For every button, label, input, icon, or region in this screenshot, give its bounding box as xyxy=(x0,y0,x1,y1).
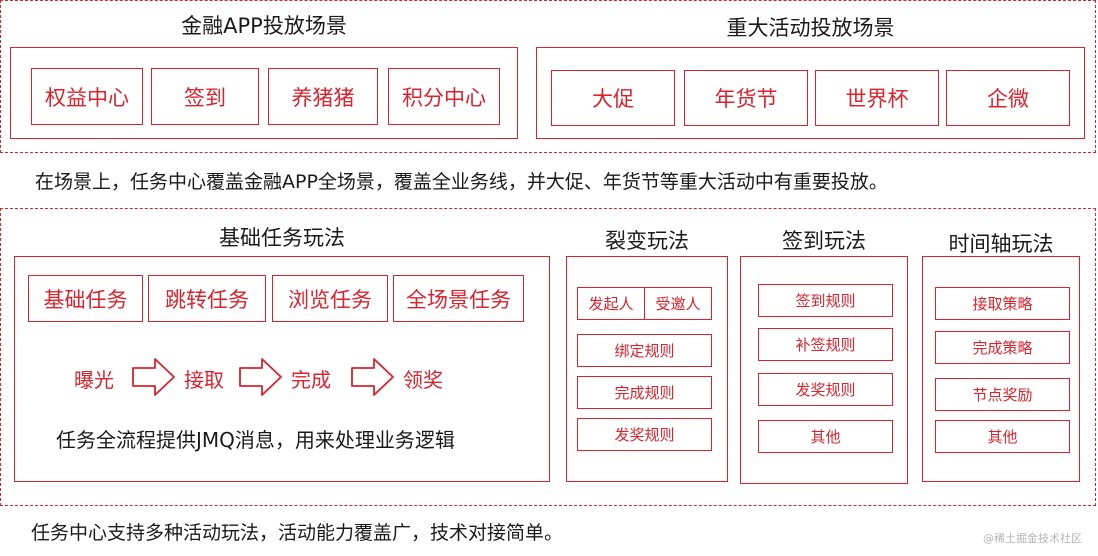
bottom-dashed-frame xyxy=(0,208,1096,506)
basic-item-full-scene-task: 全场景任务 xyxy=(393,275,524,322)
basic-gameplay-title: 基础任务玩法 xyxy=(219,226,345,250)
basic-item-jump-task: 跳转任务 xyxy=(148,275,266,322)
flow-step-exposure: 曝光 xyxy=(74,368,114,392)
flow-arrow-icon xyxy=(131,357,176,397)
basic-gameplay-frame xyxy=(14,256,550,482)
event-item-promo: 大促 xyxy=(551,70,675,126)
watermark: @稀土掘金技术社区 xyxy=(983,532,1082,545)
timeline-gameplay-title: 时间轴玩法 xyxy=(948,232,1054,256)
flow-arrow-icon xyxy=(350,357,395,397)
timeline-item-complete-strategy: 完成策略 xyxy=(935,331,1070,364)
fission-item-bind-rule: 绑定规则 xyxy=(577,334,712,367)
basic-gameplay-note: 任务全流程提供JMQ消息，用来处理业务逻辑 xyxy=(56,428,455,452)
finance-item-signin: 签到 xyxy=(151,68,259,125)
finance-app-frame xyxy=(10,47,518,139)
finance-item-equity-center: 权益中心 xyxy=(31,68,143,125)
flow-step-accept: 接取 xyxy=(184,368,224,392)
fission-pair-initiator: 发起人 xyxy=(577,287,645,320)
basic-item-basic-task: 基础任务 xyxy=(28,275,143,322)
timeline-item-other: 其他 xyxy=(935,420,1070,453)
finance-item-points-center: 积分中心 xyxy=(388,68,500,125)
event-item-new-year: 年货节 xyxy=(684,70,808,126)
signin-gameplay-frame xyxy=(740,256,908,484)
timeline-item-accept-strategy: 接取策略 xyxy=(935,287,1070,320)
signin-item-reward-rule: 发奖规则 xyxy=(758,373,893,406)
top-dashed-frame xyxy=(0,0,1096,153)
bottom-caption: 任务中心支持多种活动玩法，活动能力覆盖广，技术对接简单。 xyxy=(31,522,564,544)
fission-gameplay-frame xyxy=(566,256,728,482)
top-caption: 在场景上，任务中心覆盖金融APP全场景，覆盖全业务线，并大促、年货节等重大活动中… xyxy=(35,171,888,193)
signin-item-other: 其他 xyxy=(758,420,893,453)
finance-item-pig: 养猪猪 xyxy=(268,68,378,125)
flow-arrow-icon xyxy=(238,357,283,397)
finance-app-title: 金融APP投放场景 xyxy=(181,14,347,38)
timeline-gameplay-frame xyxy=(922,256,1080,482)
fission-item-reward-rule: 发奖规则 xyxy=(577,418,712,451)
flow-step-complete: 完成 xyxy=(291,368,331,392)
signin-item-makeup-rule: 补签规则 xyxy=(758,328,893,361)
fission-item-complete-rule: 完成规则 xyxy=(577,376,712,409)
flow-step-reward: 领奖 xyxy=(403,368,443,392)
signin-item-signin-rule: 签到规则 xyxy=(758,284,893,317)
fission-pair-invitee: 受邀人 xyxy=(644,287,712,320)
signin-gameplay-title: 签到玩法 xyxy=(782,229,866,253)
major-events-frame xyxy=(536,47,1085,139)
timeline-item-node-reward: 节点奖励 xyxy=(935,378,1070,411)
event-item-wecom: 企微 xyxy=(946,70,1070,126)
major-events-title: 重大活动投放场景 xyxy=(726,16,895,40)
fission-gameplay-title: 裂变玩法 xyxy=(605,229,689,253)
event-item-world-cup: 世界杯 xyxy=(815,70,939,126)
basic-item-browse-task: 浏览任务 xyxy=(272,275,388,322)
